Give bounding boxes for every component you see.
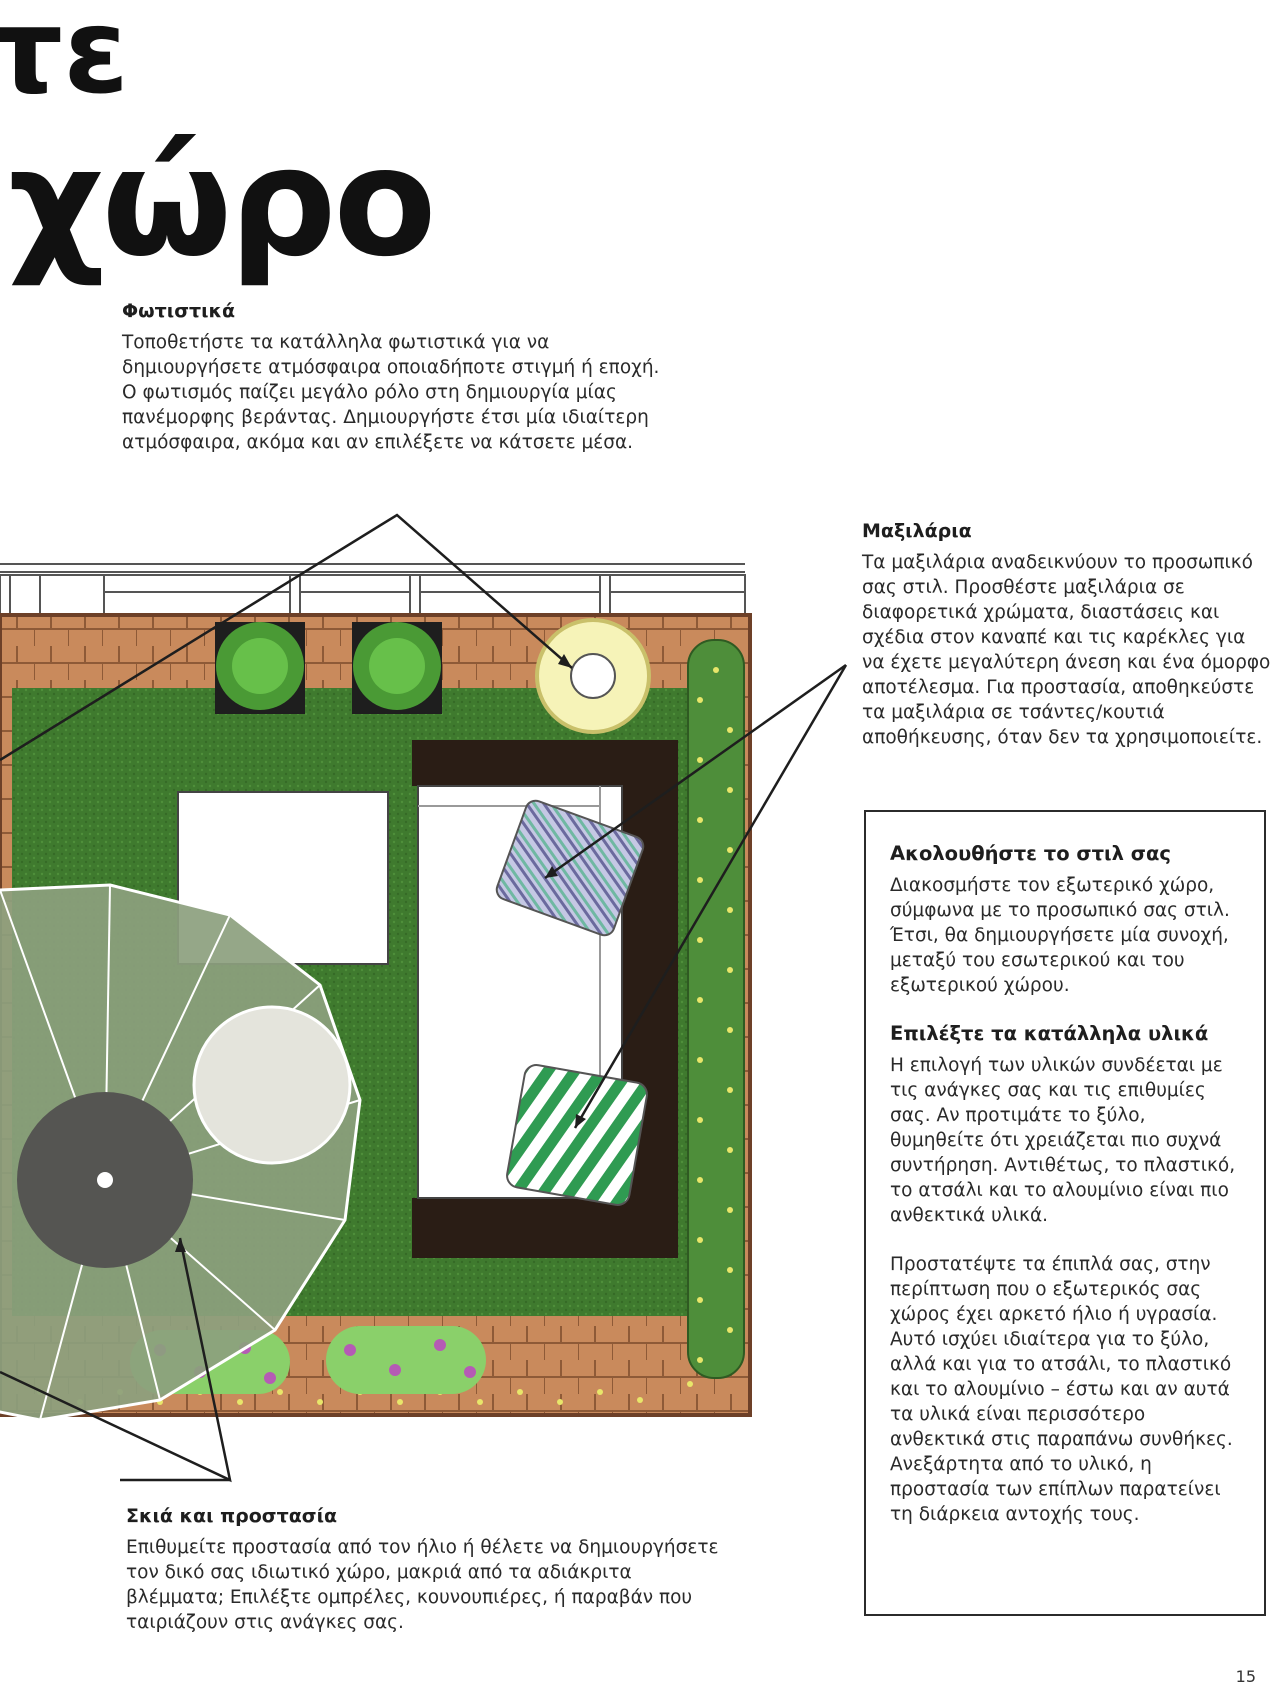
lighting-heading: Φωτιστικά [122,300,236,322]
style-heading: Ακολουθήστε το στιλ σας [890,842,1171,865]
shade-section: Σκιά και προστασία Επιθυμείτε προστασία … [126,1505,726,1635]
lighting-section: Φωτιστικά Τοποθετήστε τα κατάλληλα φωτισ… [122,300,682,455]
flower-planter [326,1326,486,1394]
round-table [192,1005,352,1165]
page-title-line-2: χώρο [8,116,437,290]
style-body: Διακοσμήστε τον εξωτερικό χώρο, σύμφωνα … [890,875,1230,996]
parasol-umbrella [0,883,362,1422]
materials-heading: Επιλέξτε τα κατάλληλα υλικά [890,1022,1209,1045]
callout-arrows [0,513,848,1483]
tips-box: Ακολουθήστε το στιλ σας Διακοσμήστε τον … [864,810,1266,1616]
outdoor-sofa [412,740,678,1258]
cushions-section: Μαξιλάρια Τα μαξιλάρια αναδεικνύουν το π… [862,520,1272,750]
shade-body: Επιθυμείτε προστασία από τον ήλιο ή θέλε… [126,1537,719,1633]
cushions-heading: Μαξιλάρια [862,520,972,542]
hedge [687,639,745,1379]
railing [0,563,746,616]
cushion-striped-green [506,1064,648,1206]
shade-heading: Σκιά και προστασία [126,1505,338,1527]
cushions-body: Τα μαξιλάρια αναδεικνύουν το προσωπικό σ… [862,552,1271,748]
page-title-line-1: τε [0,0,129,120]
lighting-body: Τοποθετήστε τα κατάλληλα φωτιστικά για ν… [122,332,660,453]
materials-body: Η επιλογή των υλικών συνδέεται με τις αν… [890,1055,1236,1226]
page-number: 15 [1235,1667,1256,1686]
protect-body: Προστατέψτε τα έπιπλά σας, στην περίπτωσ… [890,1254,1233,1525]
